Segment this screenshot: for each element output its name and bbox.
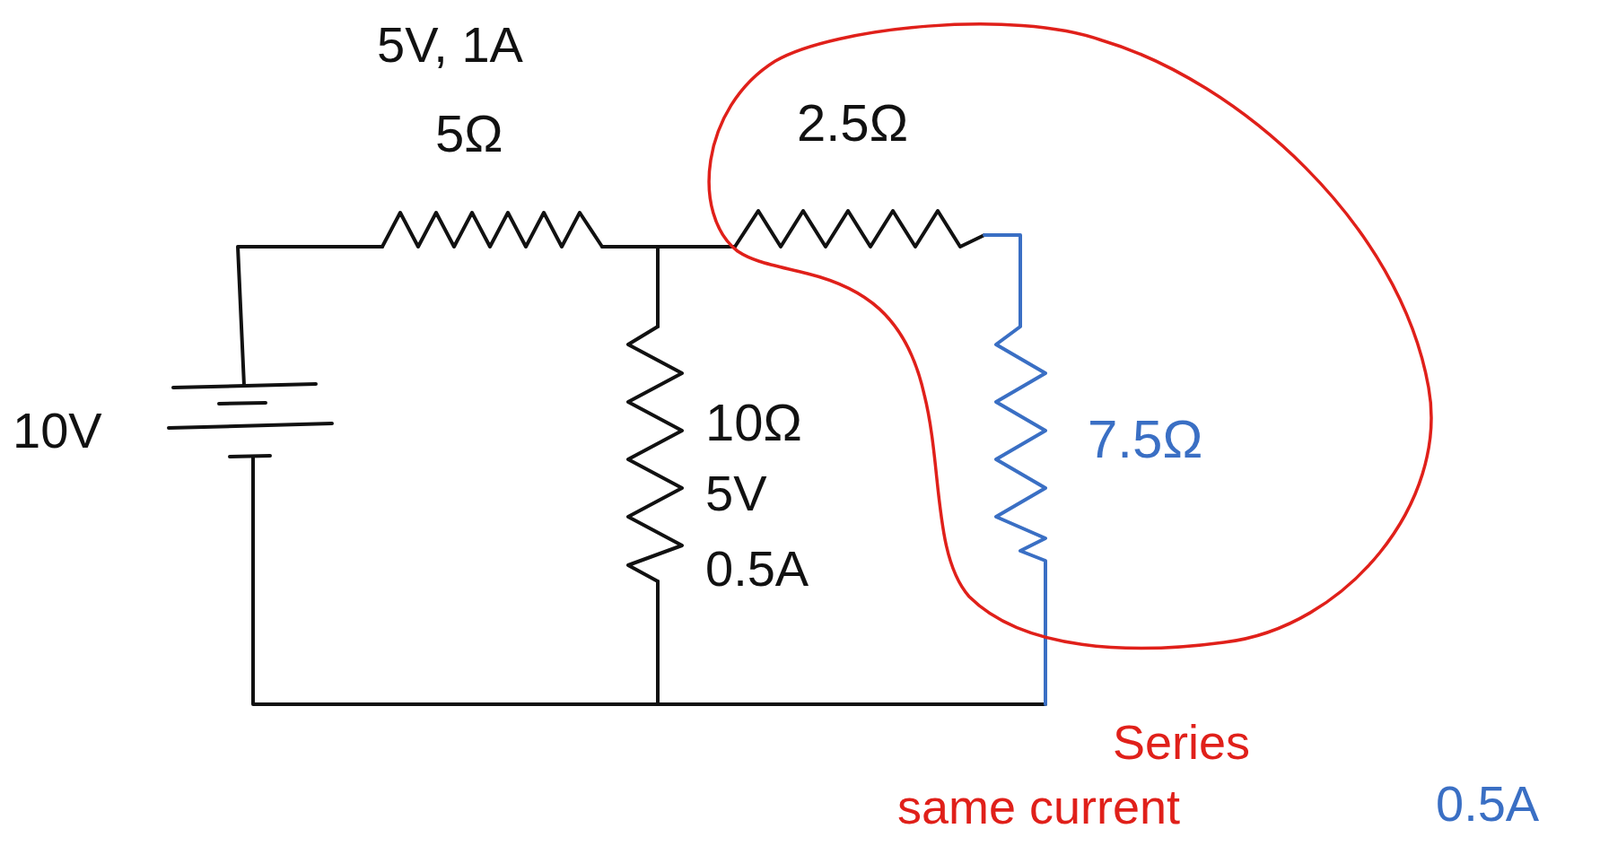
battery-plate <box>229 455 271 457</box>
wire <box>253 456 1046 705</box>
annotation-note: Series <box>1112 717 1251 767</box>
resistor-symbol <box>628 326 682 582</box>
measurement-note: 5V, 1A <box>376 19 524 70</box>
annotation-note: same current <box>897 782 1181 831</box>
resistor-symbol <box>382 212 603 247</box>
measurement-note: 0.5A <box>705 543 809 595</box>
wire <box>655 246 660 327</box>
battery-plate <box>168 423 333 429</box>
measurement-note: 5V <box>705 468 768 519</box>
resistor-value: 2.5Ω <box>796 96 909 149</box>
battery-plate <box>173 384 316 388</box>
annotation-note: 0.5A <box>1435 778 1539 830</box>
resistor-value: 10Ω <box>705 396 803 449</box>
series-loop <box>708 24 1432 649</box>
wire <box>237 246 383 386</box>
source-voltage: 10V <box>12 405 103 456</box>
battery-plate <box>218 402 266 404</box>
resistor-value: 7.5Ω <box>1087 412 1203 467</box>
wire <box>655 581 660 705</box>
resistor-symbol <box>734 210 985 247</box>
resistor-value: 5Ω <box>435 107 504 160</box>
wire <box>602 244 735 249</box>
